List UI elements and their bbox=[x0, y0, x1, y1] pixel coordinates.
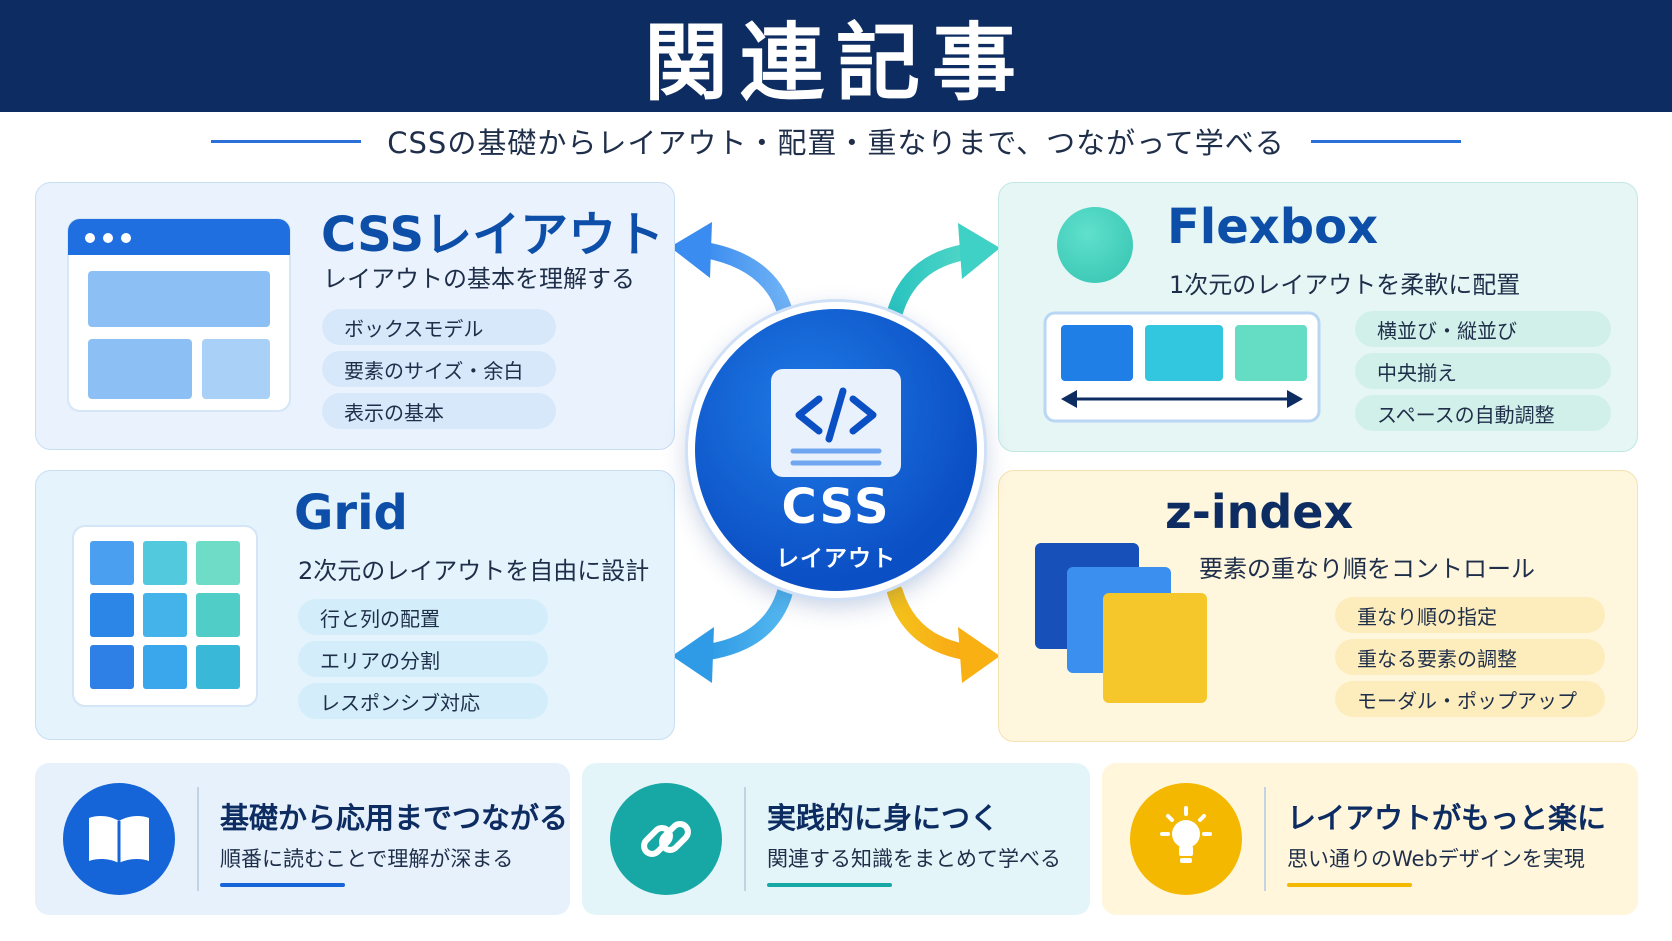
card-description: 2次元のレイアウトを自由に設計 bbox=[298, 557, 650, 585]
subtitle-row: CSSの基礎からレイアウト・配置・重なりまで、つながって学べる bbox=[0, 118, 1672, 164]
center-title: CSS bbox=[781, 479, 891, 535]
arrow-to-flexbox bbox=[887, 223, 1000, 320]
flex-row-icon bbox=[1043, 311, 1321, 423]
tag-centering: 中央揃え bbox=[1355, 353, 1611, 389]
header-banner: 関連記事 bbox=[0, 0, 1672, 112]
tag-modal-popup: モーダル・ポップアップ bbox=[1335, 681, 1605, 717]
card-description: レイアウトの基本を理解する bbox=[323, 265, 635, 293]
tag-size-margin: 要素のサイズ・余白 bbox=[322, 351, 556, 387]
tag-responsive: レスポンシブ対応 bbox=[298, 683, 548, 719]
lightbulb-icon bbox=[1130, 783, 1242, 895]
arrow-to-grid bbox=[672, 584, 793, 683]
stacked-layers-icon bbox=[1035, 543, 1207, 703]
feature-card-practical: 実践的に身につく 関連する知識をまとめて学べる bbox=[582, 763, 1090, 915]
tag-auto-spacing: スペースの自動調整 bbox=[1355, 395, 1611, 431]
page-title: 関連記事 bbox=[643, 13, 1028, 112]
code-icon bbox=[771, 369, 901, 477]
tag-row-column: 横並び・縦並び bbox=[1355, 311, 1611, 347]
book-icon bbox=[63, 783, 175, 895]
subtitle-line-left bbox=[211, 139, 362, 143]
feature-description: 関連する知識をまとめて学べる bbox=[767, 847, 1061, 871]
divider bbox=[744, 787, 746, 891]
center-css-hub: CSS レイアウト bbox=[688, 302, 984, 598]
feature-title: レイアウトがもっと楽に bbox=[1287, 801, 1607, 835]
page-subtitle: CSSの基礎からレイアウト・配置・重なりまで、つながって学べる bbox=[387, 126, 1285, 160]
center-subtitle: レイアウト bbox=[776, 546, 896, 572]
feature-card-foundations: 基礎から応用までつながる 順番に読むことで理解が深まる bbox=[35, 763, 570, 915]
feature-card-easier: レイアウトがもっと楽に 思い通りのWebデザインを実現 bbox=[1102, 763, 1638, 915]
feature-underline bbox=[1287, 883, 1412, 887]
card-css-layout[interactable]: CSSレイアウト レイアウトの基本を理解する ボックスモデル 要素のサイズ・余白… bbox=[35, 182, 675, 450]
tag-box-model: ボックスモデル bbox=[322, 309, 556, 345]
feature-title: 基礎から応用までつながる bbox=[220, 801, 569, 835]
card-title: CSSレイアウト bbox=[321, 207, 665, 263]
feature-description: 順番に読むことで理解が深まる bbox=[220, 847, 514, 871]
card-flexbox[interactable]: Flexbox 1次元のレイアウトを柔軟に配置 横並び・縦並び 中央揃え スペー… bbox=[998, 182, 1638, 452]
feature-description: 思い通りのWebデザインを実現 bbox=[1287, 847, 1585, 871]
divider bbox=[197, 787, 199, 891]
card-description: 要素の重なり順をコントロール bbox=[1199, 555, 1535, 583]
card-description: 1次元のレイアウトを柔軟に配置 bbox=[1169, 271, 1521, 299]
grid-icon bbox=[72, 525, 258, 707]
card-z-index[interactable]: z-index 要素の重なり順をコントロール 重なり順の指定 重なる要素の調整 … bbox=[998, 470, 1638, 742]
card-title: z-index bbox=[1165, 485, 1354, 539]
feature-underline bbox=[220, 883, 345, 887]
tag-display-basics: 表示の基本 bbox=[322, 393, 556, 429]
divider bbox=[1264, 787, 1266, 891]
subtitle-line-right bbox=[1310, 139, 1461, 143]
arrow-to-css-layout bbox=[670, 222, 793, 320]
tag-area-split: エリアの分割 bbox=[298, 641, 548, 677]
feature-title: 実践的に身につく bbox=[767, 801, 1000, 835]
card-grid[interactable]: Grid 2次元のレイアウトを自由に設計 行と列の配置 エリアの分割 レスポンシ… bbox=[35, 470, 675, 740]
card-title: Flexbox bbox=[1167, 199, 1379, 255]
arrow-to-z-index bbox=[887, 584, 1000, 683]
tag-stack-order: 重なり順の指定 bbox=[1335, 597, 1605, 633]
card-title: Grid bbox=[294, 485, 408, 541]
link-icon bbox=[610, 783, 722, 895]
teal-circle-icon bbox=[1057, 207, 1133, 283]
tag-overlap-adjust: 重なる要素の調整 bbox=[1335, 639, 1605, 675]
feature-underline bbox=[767, 883, 892, 887]
browser-window-icon bbox=[67, 218, 291, 412]
tag-rows-columns: 行と列の配置 bbox=[298, 599, 548, 635]
